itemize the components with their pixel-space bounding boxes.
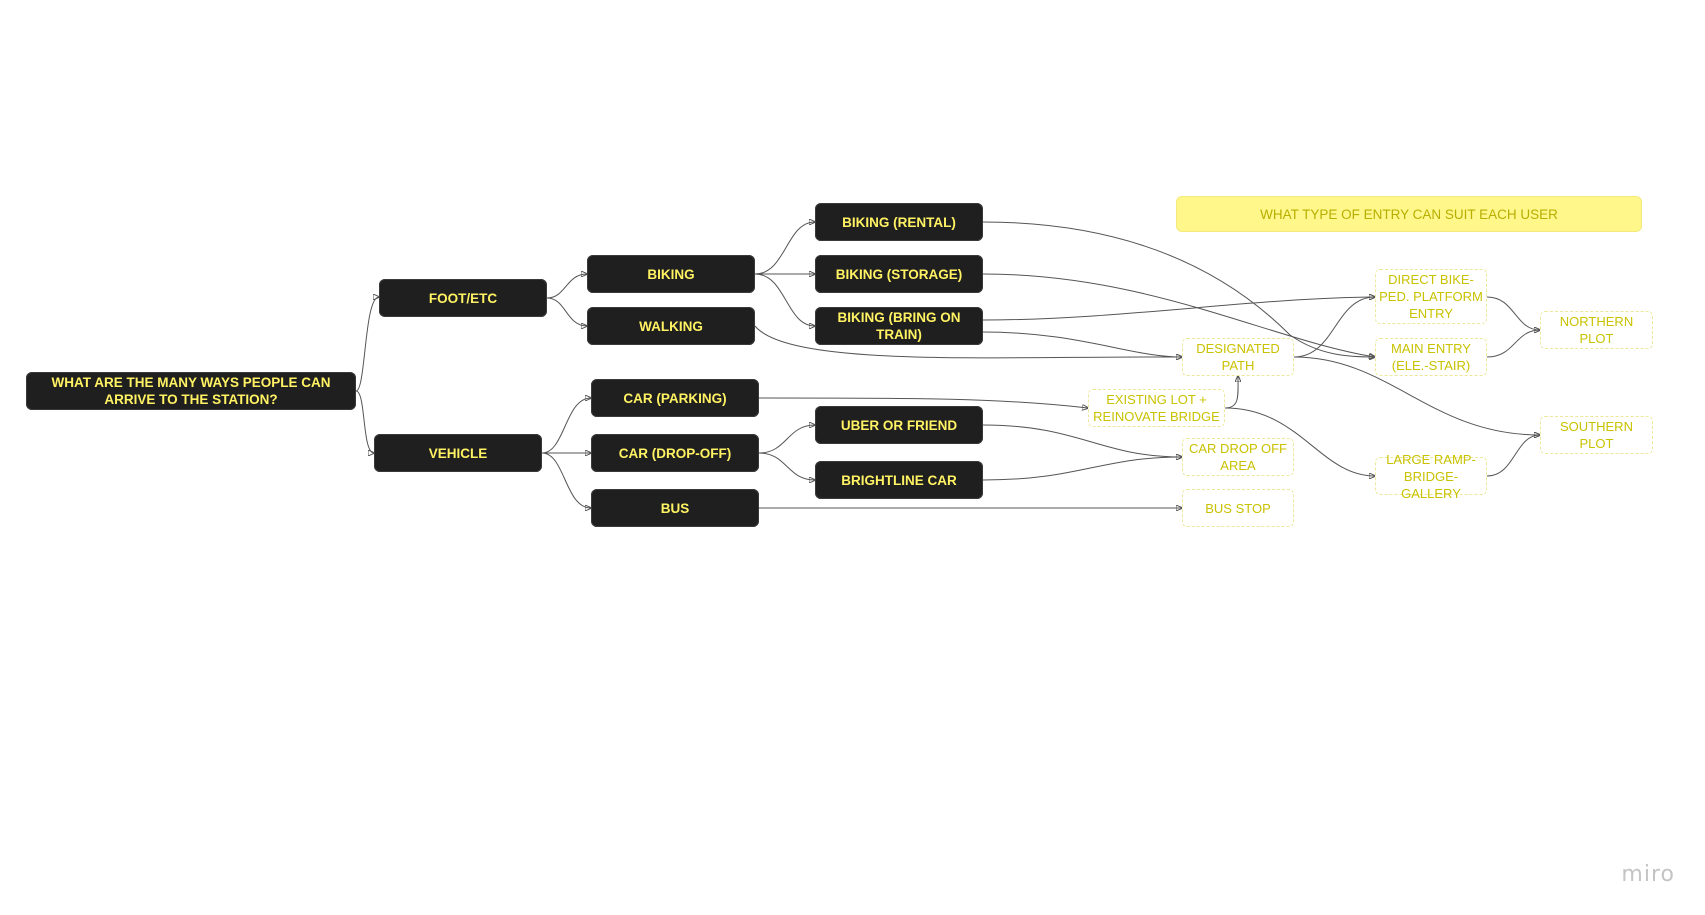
node-label: BIKING (RENTAL) [842, 214, 956, 230]
edge-largeramp-southern [1486, 435, 1540, 477]
node-label: BIKING (STORAGE) [835, 266, 963, 282]
node-label: DESIGNATED PATH [1196, 341, 1280, 373]
edge-existinglot-largeramp [1224, 407, 1375, 476]
edge-brightline-cardropoffarea [982, 457, 1182, 481]
edge-biking-rental [754, 222, 815, 275]
edge-designated-direct [1293, 297, 1375, 358]
node-label: WALKING [639, 318, 703, 334]
node-label: DIRECT BIKE-PED. PLATFORM ENTRY [1379, 272, 1483, 321]
node-designated-path[interactable]: DESIGNATED PATH [1182, 338, 1294, 376]
node-uber-or-friend[interactable]: UBER OR FRIEND [815, 406, 983, 444]
edge-designated-southern [1293, 356, 1540, 435]
edge-storage-mainentry [982, 273, 1375, 357]
node-bus-stop[interactable]: BUS STOP [1182, 489, 1294, 527]
edge-mainentry-northern [1486, 330, 1540, 358]
node-label: CAR (DROP-OFF) [618, 445, 732, 461]
node-label: CAR DROP OFF AREA [1189, 441, 1287, 473]
edge-vehicle-carparking [541, 398, 591, 454]
node-label: BRIGHTLINE CAR [841, 472, 957, 488]
node-southern-plot[interactable]: SOUTHERN PLOT [1540, 416, 1653, 454]
node-label: VEHICLE [428, 445, 488, 461]
node-label: CAR (PARKING) [623, 390, 727, 406]
node-label: BUS [660, 500, 690, 516]
edge-root-vehicle [355, 390, 374, 453]
node-label: LARGE RAMP-BRIDGE-GALLERY [1386, 451, 1476, 501]
node-direct-bike-ped-entry[interactable]: DIRECT BIKE-PED. PLATFORM ENTRY [1375, 269, 1487, 324]
banner-label: WHAT TYPE OF ENTRY CAN SUIT EACH USER [1260, 206, 1558, 222]
node-vehicle[interactable]: VEHICLE [374, 434, 542, 472]
node-walking[interactable]: WALKING [587, 307, 755, 345]
node-car-dropoff[interactable]: CAR (DROP-OFF) [591, 434, 759, 472]
node-brightline-car[interactable]: BRIGHTLINE CAR [815, 461, 983, 499]
node-biking-storage[interactable]: BIKING (STORAGE) [815, 255, 983, 293]
edge-cardropoff-brightline [758, 452, 815, 480]
node-label: FOOT/ETC [428, 290, 498, 306]
node-biking-bring-on-train[interactable]: BIKING (BRING ON TRAIN) [815, 307, 983, 345]
edge-vehicle-bus [541, 452, 591, 508]
node-root-question[interactable]: WHAT ARE THE MANY WAYS PEOPLE CAN ARRIVE… [26, 372, 356, 410]
node-label: SOUTHERN PLOT [1560, 419, 1633, 451]
edge-foot-biking [546, 274, 587, 299]
node-label: BIKING [647, 266, 695, 282]
node-label: BUS STOP [1205, 500, 1271, 516]
edge-uber-cardropoffarea [982, 424, 1182, 457]
node-label: MAIN ENTRY (ELE.-STAIR) [1391, 341, 1471, 373]
node-label: EXISTING LOT + REINOVATE BRIDGE [1093, 392, 1220, 424]
edge-parking-existinglot [758, 397, 1088, 408]
node-label: UBER OR FRIEND [840, 417, 958, 433]
node-main-entry[interactable]: MAIN ENTRY (ELE.-STAIR) [1375, 338, 1487, 376]
edge-bring-direct [982, 297, 1375, 321]
node-foot-etc[interactable]: FOOT/ETC [379, 279, 547, 317]
edge-direct-northern [1486, 296, 1540, 330]
edge-cardropoff-uber [758, 425, 815, 454]
node-large-ramp[interactable]: LARGE RAMP-BRIDGE-GALLERY [1375, 452, 1487, 501]
edge-root-foot [355, 297, 379, 392]
node-bus[interactable]: BUS [591, 489, 759, 527]
node-biking[interactable]: BIKING [587, 255, 755, 293]
entry-question-banner[interactable]: WHAT TYPE OF ENTRY CAN SUIT EACH USER [1176, 196, 1642, 232]
node-biking-rental[interactable]: BIKING (RENTAL) [815, 203, 983, 241]
node-label: WHAT ARE THE MANY WAYS PEOPLE CAN ARRIVE… [51, 375, 331, 407]
miro-logo: miro [1621, 862, 1675, 887]
edge-biking-bring [754, 273, 815, 326]
node-existing-lot[interactable]: EXISTING LOT + REINOVATE BRIDGE [1088, 389, 1225, 427]
edge-existinglot-designated [1224, 376, 1238, 409]
node-northern-plot[interactable]: NORTHERN PLOT [1540, 311, 1653, 349]
node-car-parking[interactable]: CAR (PARKING) [591, 379, 759, 417]
edge-rental-mainentry [982, 221, 1375, 357]
edge-bring-designated [982, 331, 1182, 357]
edge-foot-walking [546, 297, 587, 326]
node-car-dropoff-area[interactable]: CAR DROP OFF AREA [1182, 438, 1294, 476]
node-label: NORTHERN PLOT [1559, 314, 1634, 346]
node-label: BIKING (BRING ON TRAIN) [837, 310, 961, 342]
edge-walking-designated [754, 325, 1182, 358]
